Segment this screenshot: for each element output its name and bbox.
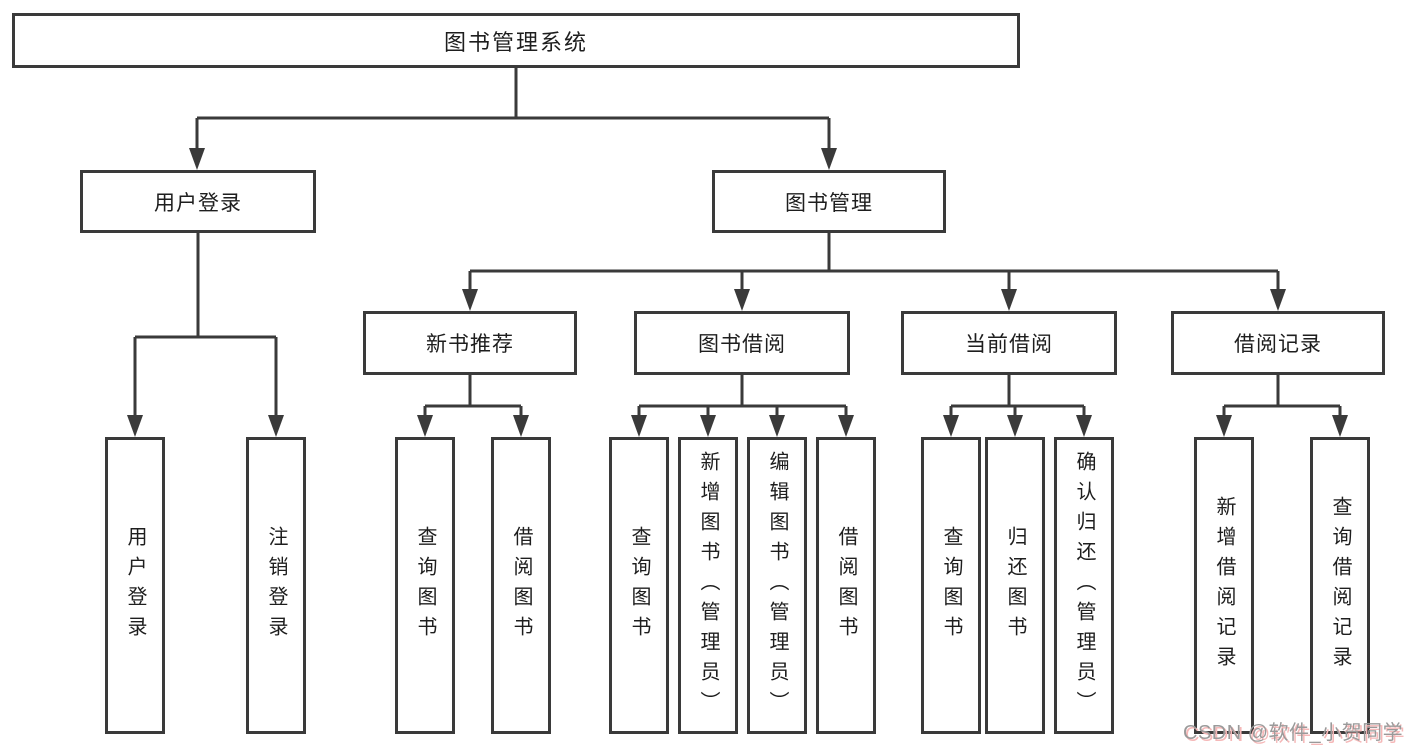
leaf-confirm-return-admin: 确认归还（管理员） — [1054, 437, 1114, 734]
arrow-down-icon — [700, 415, 716, 437]
node-label: 新书推荐 — [426, 333, 514, 356]
node-label: 借阅图书 — [510, 525, 532, 646]
node-library-system: 图书管理系统 — [12, 13, 1020, 68]
node-label: 编辑图书（管理员） — [766, 450, 788, 721]
leaf-add-books-admin: 新增图书（管理员） — [678, 437, 738, 734]
arrow-down-icon — [1332, 415, 1348, 437]
arrow-down-icon — [189, 148, 205, 170]
node-label: 图书管理 — [785, 191, 873, 215]
arrow-down-icons — [127, 148, 1348, 437]
node-label: 查询图书 — [628, 525, 650, 646]
node-label: 借阅记录 — [1234, 333, 1322, 356]
arrow-down-icon — [631, 415, 647, 437]
node-label: 图书管理系统 — [443, 29, 588, 55]
node-label: 查询借阅记录 — [1329, 495, 1351, 676]
arrow-down-icon — [1216, 415, 1232, 437]
arrow-down-icon — [1007, 415, 1023, 437]
leaf-recommend-query-books: 查询图书 — [395, 437, 455, 734]
arrow-down-icon — [513, 415, 529, 437]
leaf-edit-books-admin: 编辑图书（管理员） — [747, 437, 807, 734]
leaf-query-borrow-record: 查询借阅记录 — [1310, 437, 1370, 734]
arrow-down-icon — [838, 415, 854, 437]
arrow-down-icon — [462, 289, 478, 311]
leaf-recommend-borrow-books: 借阅图书 — [491, 437, 551, 734]
node-current-borrowing: 当前借阅 — [901, 311, 1117, 375]
node-label: 新增图书（管理员） — [697, 450, 719, 721]
leaf-logout: 注销登录 — [246, 437, 306, 734]
leaf-return-books: 归还图书 — [985, 437, 1045, 734]
leaf-borrow-query-books: 查询图书 — [609, 437, 669, 734]
arrow-down-icon — [1001, 289, 1017, 311]
arrow-down-icon — [417, 415, 433, 437]
node-label: 查询图书 — [940, 525, 962, 646]
arrow-down-icon — [769, 415, 785, 437]
node-label: 新增借阅记录 — [1213, 495, 1235, 676]
leaf-user-login: 用户登录 — [105, 437, 165, 734]
node-user-login: 用户登录 — [80, 170, 316, 233]
node-book-management: 图书管理 — [712, 170, 946, 233]
node-label: 归还图书 — [1004, 525, 1026, 646]
node-label: 图书借阅 — [698, 333, 786, 356]
arrow-down-icon — [1270, 289, 1286, 311]
node-borrowing-records: 借阅记录 — [1171, 311, 1385, 375]
node-book-borrowing: 图书借阅 — [634, 311, 850, 375]
node-label: 查询图书 — [414, 525, 436, 646]
node-label: 当前借阅 — [965, 333, 1053, 356]
arrow-down-icon — [127, 415, 143, 437]
arrow-down-icon — [734, 289, 750, 311]
leaf-add-borrow-record: 新增借阅记录 — [1194, 437, 1254, 734]
arrow-down-icon — [1076, 415, 1092, 437]
node-label: 注销登录 — [265, 525, 287, 646]
node-label: 用户登录 — [124, 525, 146, 646]
node-label: 用户登录 — [154, 191, 242, 215]
node-label: 借阅图书 — [835, 525, 857, 646]
arrow-down-icon — [268, 415, 284, 437]
node-new-book-recommendation: 新书推荐 — [363, 311, 577, 375]
arrow-down-icon — [943, 415, 959, 437]
arrow-down-icon — [821, 148, 837, 170]
watermark: CSDN @软件_小贺同学 — [1183, 722, 1404, 744]
node-label: 确认归还（管理员） — [1073, 450, 1095, 721]
leaf-borrow-books: 借阅图书 — [816, 437, 876, 734]
leaf-current-query-books: 查询图书 — [921, 437, 981, 734]
tree-edges — [133, 68, 1342, 419]
